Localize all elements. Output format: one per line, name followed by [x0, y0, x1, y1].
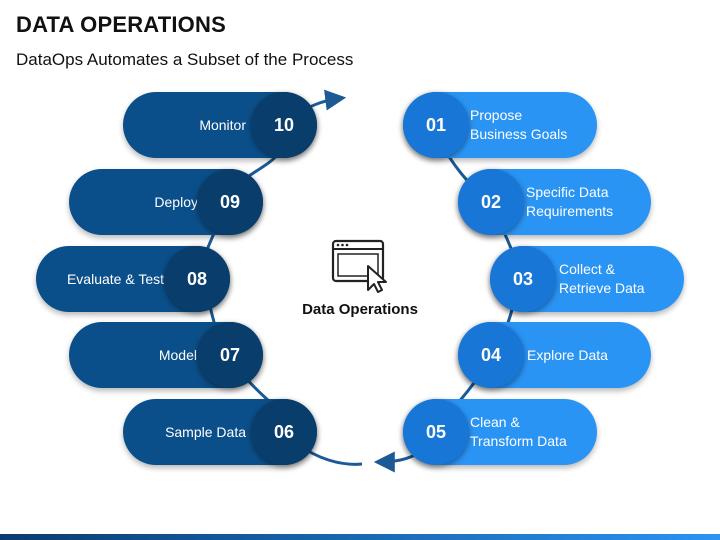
step-label: Deploy: [154, 193, 198, 210]
step-number-badge: 04: [458, 322, 524, 388]
step-03: 03 Collect &Retrieve Data: [490, 246, 684, 312]
step-label: Evaluate & Test: [66, 270, 164, 287]
center-label: Data Operations: [302, 301, 418, 318]
step-label: Sample Data: [165, 423, 246, 440]
bottom-accent-bar: [0, 534, 720, 540]
step-06: Sample Data 06: [123, 399, 317, 465]
step-10: Monitor 10: [123, 92, 317, 158]
step-label: Collect &Retrieve Data: [559, 261, 645, 296]
step-05: 05 Clean &Transform Data: [403, 399, 597, 465]
browser-cursor-icon: [331, 239, 387, 293]
page-title: DATA OPERATIONS: [16, 12, 226, 37]
step-number-badge: 07: [197, 322, 263, 388]
step-08: Evaluate & Test 08: [36, 246, 230, 312]
step-04: 04 Explore Data: [458, 322, 651, 388]
step-number-badge: 05: [403, 399, 469, 465]
step-label: Model: [158, 346, 197, 363]
step-07: Model 07: [69, 322, 263, 388]
step-number-badge: 10: [251, 92, 317, 158]
step-number-badge: 09: [197, 169, 263, 235]
step-label: Clean &Transform Data: [470, 414, 567, 449]
step-number-badge: 08: [164, 246, 230, 312]
step-label: Explore Data: [527, 346, 608, 363]
step-number-badge: 03: [490, 246, 556, 312]
step-number-badge: 01: [403, 92, 469, 158]
step-label: Monitor: [199, 116, 246, 133]
step-number-badge: 06: [251, 399, 317, 465]
step-09: Deploy 09: [69, 169, 263, 235]
step-number-badge: 02: [458, 169, 524, 235]
page-subtitle: DataOps Automates a Subset of the Proces…: [16, 50, 354, 69]
